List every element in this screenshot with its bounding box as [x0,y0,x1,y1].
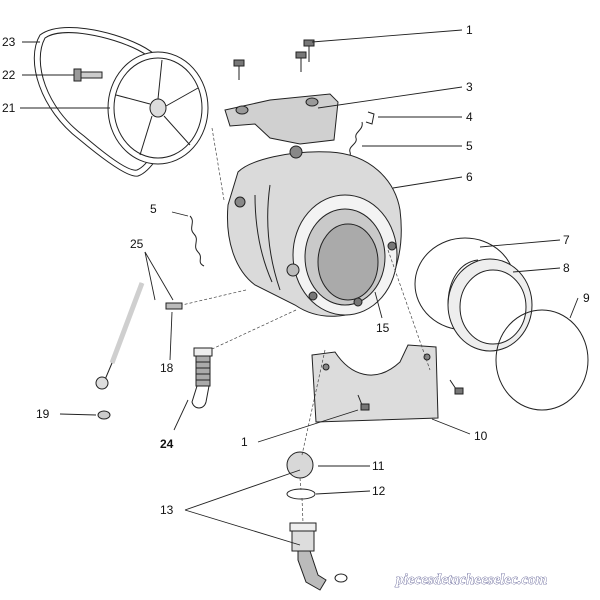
spring-left [189,215,205,267]
spring-clip [365,111,375,125]
label-1-top: 1 [466,23,473,37]
label-9: 9 [583,291,590,305]
label-11: 11 [372,459,385,473]
label-6: 6 [466,170,473,184]
hose-clamp [286,488,316,500]
tub-assembly [226,145,402,317]
label-24: 24 [160,437,174,451]
clamp-ring [495,309,589,411]
assembly-lines [181,127,431,524]
label-8: 8 [563,261,570,275]
shock-pin [165,302,183,310]
counterweight-screws [357,379,464,411]
label-25: 25 [130,237,144,251]
small-oring [334,573,348,583]
top-counterweight [224,93,339,145]
label-4: 4 [466,110,473,124]
label-3: 3 [466,80,473,94]
label-23: 23 [2,35,16,49]
shock-absorber [95,282,145,390]
leader-lines [20,29,579,546]
top-screws [233,39,315,80]
label-1-bottom: 1 [241,435,248,449]
pulley-bolt [73,68,103,82]
label-13: 13 [160,503,174,517]
door-gasket [447,258,533,352]
label-18: 18 [160,361,174,375]
label-15: 15 [376,321,390,335]
drain-hose-24 [191,347,213,409]
sump-hose [289,522,327,591]
shock-washer [97,410,111,420]
label-22: 22 [2,68,16,82]
label-7: 7 [563,233,570,247]
label-12: 12 [372,484,386,498]
label-19: 19 [36,407,50,421]
pulley-wheel [107,51,209,165]
label-5-right: 5 [466,139,473,153]
front-counterweight [311,344,439,423]
watermark: piecesdetacheeselec.com [394,572,547,588]
label-21: 21 [2,101,16,115]
label-5-left: 5 [150,202,157,216]
drain-ball [286,451,314,479]
label-10: 10 [474,429,488,443]
